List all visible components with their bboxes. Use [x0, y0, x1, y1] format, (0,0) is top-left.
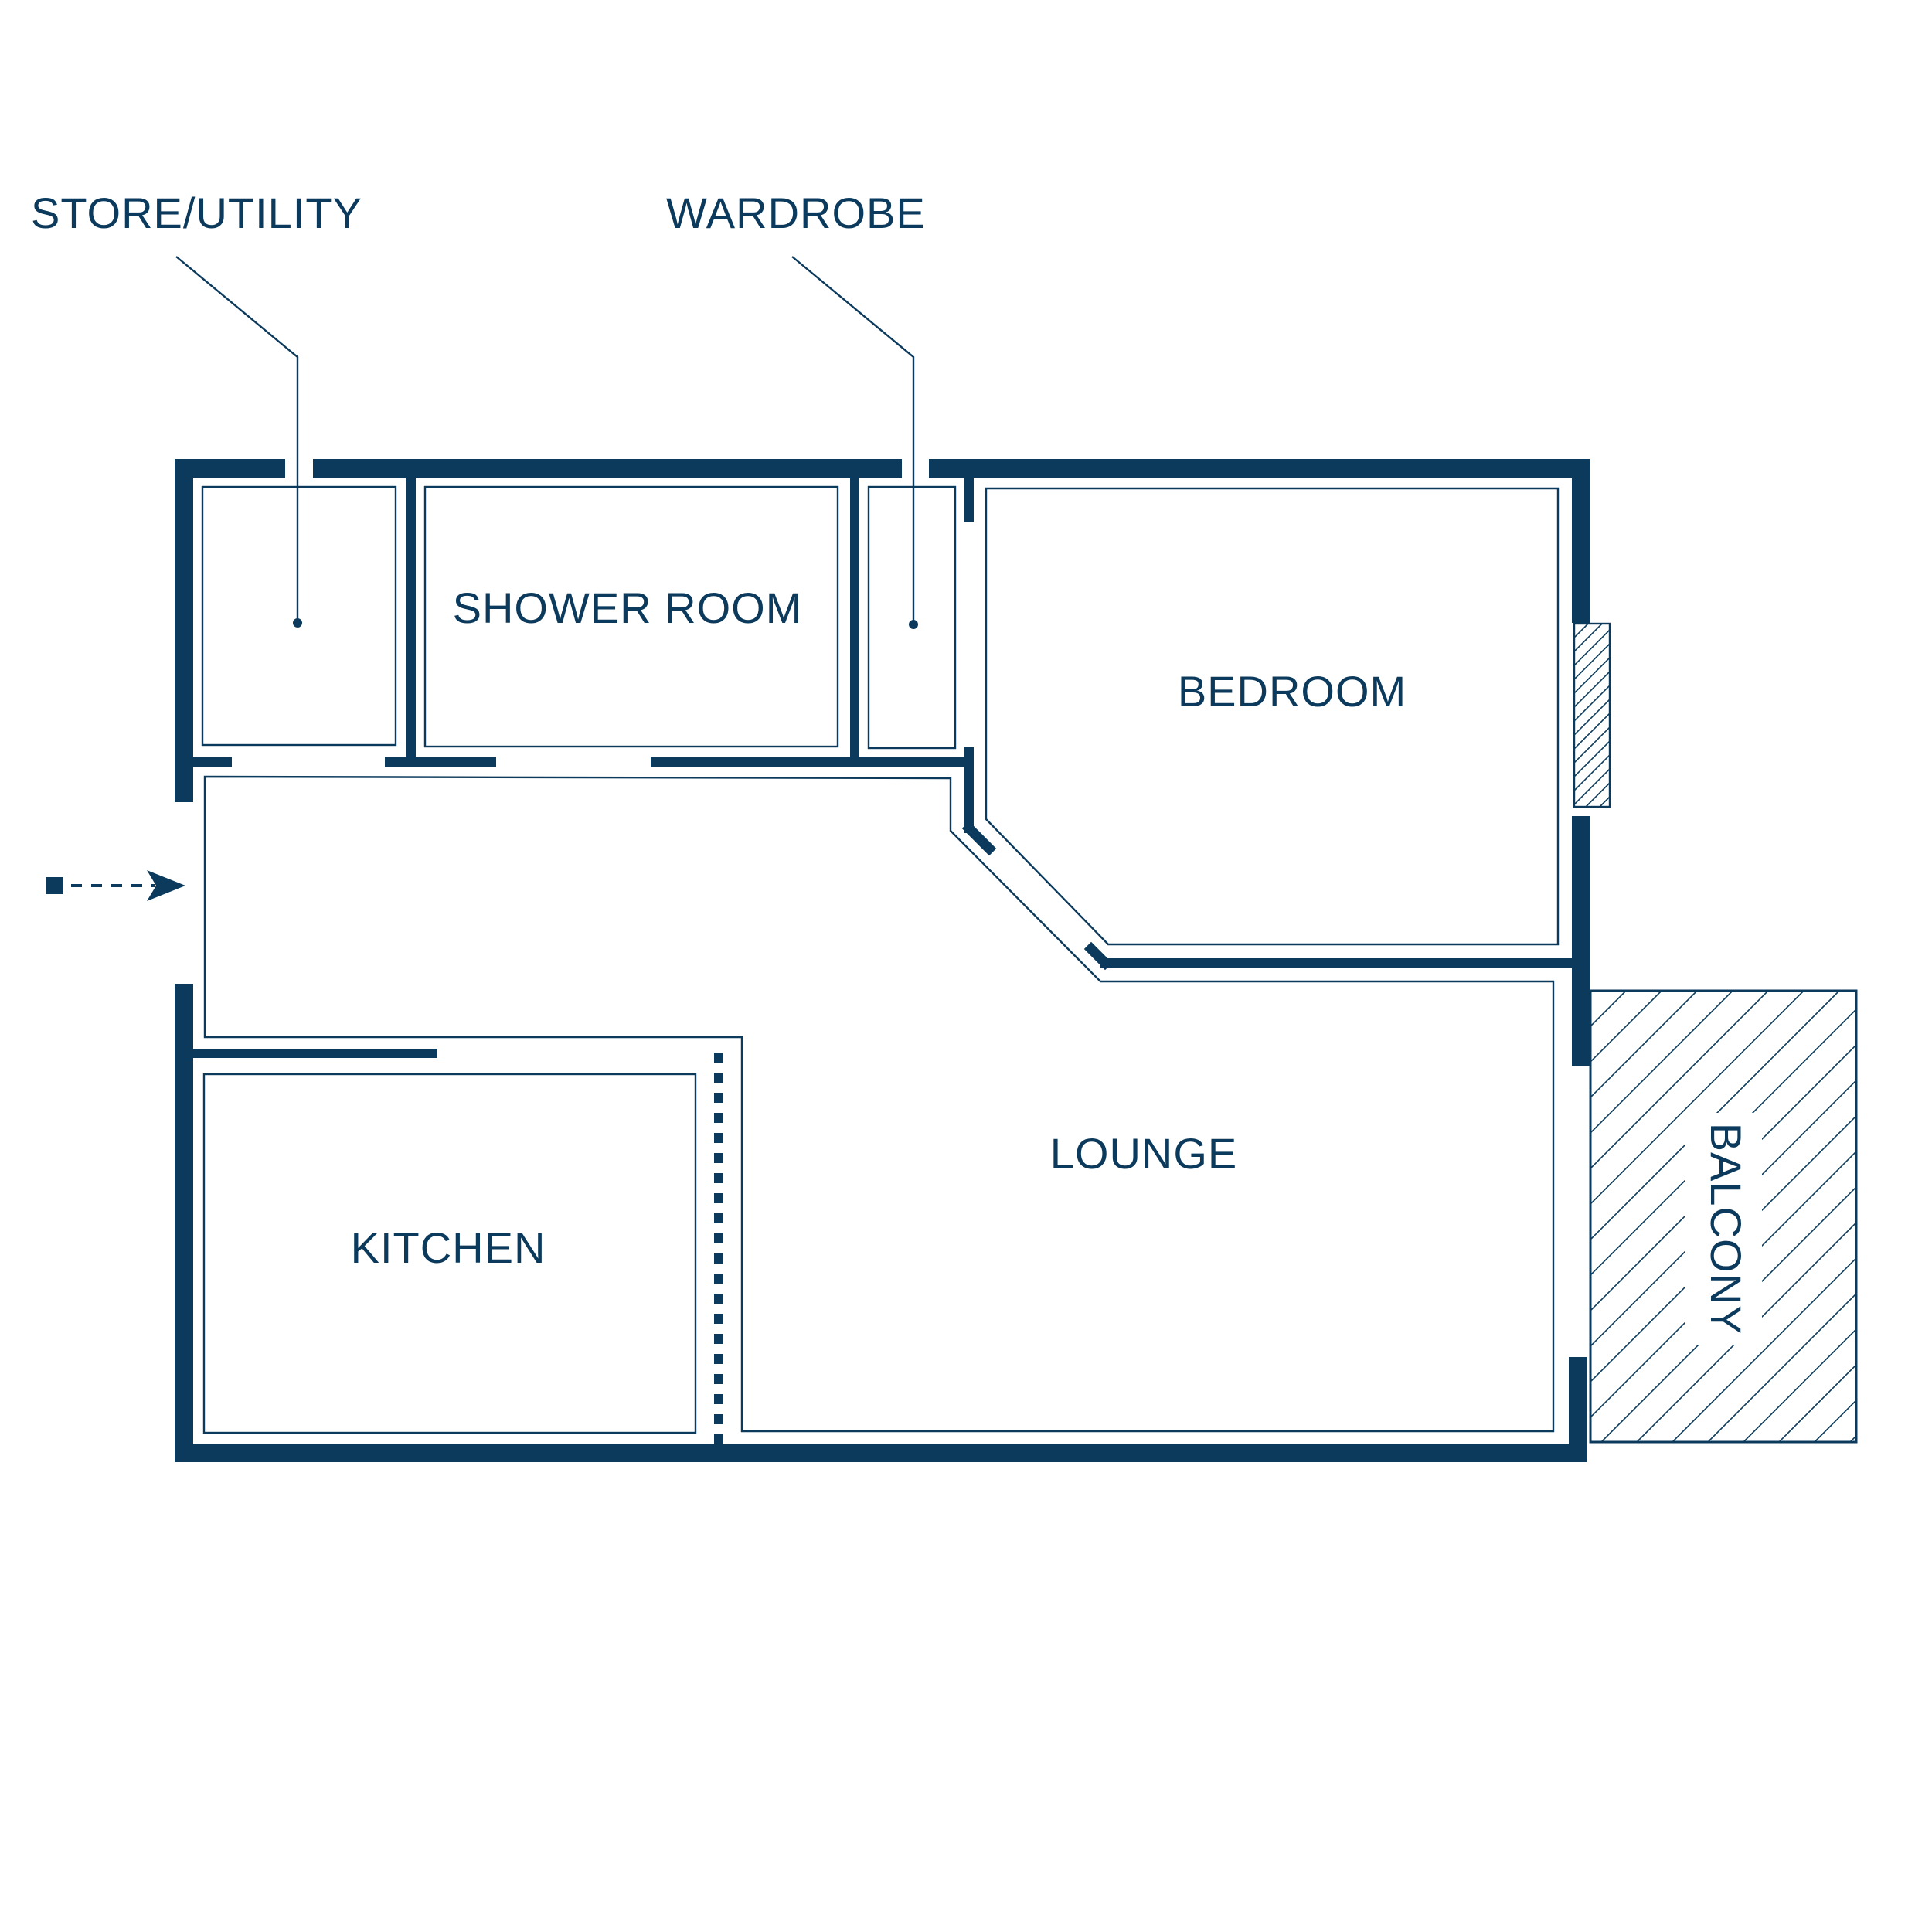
hatch-line — [1600, 1185, 1856, 1442]
balcony-label: BALCONY — [1702, 1123, 1750, 1335]
hatch-line — [1590, 991, 1733, 1134]
hatch-line — [1574, 628, 1610, 667]
hatch-line — [1614, 624, 1797, 807]
hatch-line — [1849, 1434, 1856, 1442]
hatch-line — [1574, 684, 1610, 723]
hatch-line — [1574, 642, 1610, 681]
hatch-line — [1574, 656, 1610, 695]
hatch-line — [1574, 624, 1575, 625]
hatch-line — [1886, 991, 1932, 1442]
bedroom-window — [1573, 622, 1797, 808]
hatch-line — [1590, 991, 1804, 1206]
hatch-line — [1574, 712, 1610, 750]
store-utility-outline — [201, 485, 397, 747]
shower-room-label: SHOWER ROOM — [453, 583, 803, 632]
hall-lounge-outline — [203, 775, 1555, 1433]
wardrobe-label: WARDROBE — [666, 189, 926, 237]
hatch-line — [1590, 1008, 1856, 1277]
hatch-line — [1743, 1328, 1856, 1442]
dashed-arrow-icon — [46, 870, 185, 901]
lounge-label: LOUNGE — [1050, 1129, 1238, 1178]
hatch-line — [1585, 781, 1610, 807]
interior-walls — [193, 476, 1573, 1445]
hatch-line — [1590, 991, 1627, 1028]
hatch-line — [1574, 670, 1610, 709]
hatch-line — [1590, 991, 1591, 992]
kitchen-outline — [202, 1073, 697, 1434]
hatch-line — [1574, 767, 1610, 806]
hatch-line — [1574, 753, 1610, 792]
wardrobe-outline — [867, 485, 957, 750]
hatch-line — [1590, 1150, 1856, 1419]
shower-room-outline — [423, 485, 839, 748]
wardrobe-leader — [791, 256, 918, 629]
store-utility-label: STORE/UTILITY — [31, 189, 362, 237]
store-utility-leader — [175, 256, 302, 628]
hatch-line — [1574, 624, 1589, 639]
hatch-line — [1707, 1292, 1856, 1442]
hatch-line — [1590, 991, 1698, 1099]
bedroom-outline — [985, 487, 1560, 946]
balcony — [1589, 989, 1932, 1444]
hatch-line — [1672, 1257, 1856, 1442]
hatch-line — [1778, 1363, 1856, 1442]
hatch-line — [1590, 991, 1769, 1170]
exterior-walls — [175, 459, 1590, 1462]
room-outlines — [201, 485, 1560, 1434]
hatch-line — [1590, 991, 1840, 1241]
hatch-line — [1636, 1221, 1856, 1442]
bedroom-label: BEDROOM — [1178, 667, 1406, 716]
hatch-line — [1599, 795, 1610, 807]
kitchen-label: KITCHEN — [351, 1223, 546, 1272]
hatch-line — [1574, 698, 1610, 736]
hatch-line — [1574, 740, 1610, 778]
